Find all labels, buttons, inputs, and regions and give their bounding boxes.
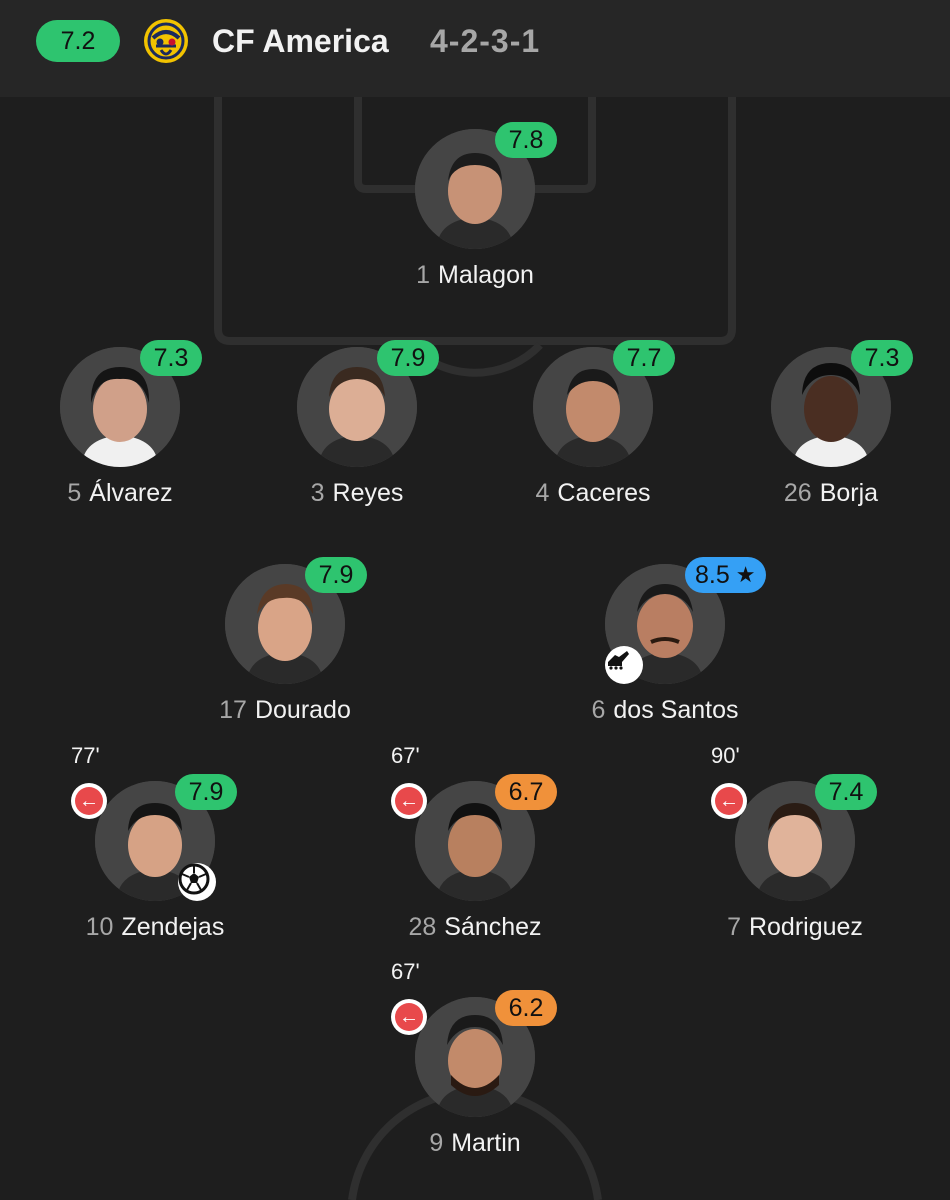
player-rating: 7.9 <box>377 340 439 376</box>
team-name: CF America <box>212 23 389 59</box>
player-rating: 7.9 <box>175 774 237 810</box>
sub-off-minute: 77' <box>71 743 100 768</box>
sub-off-minute: 67' <box>391 743 420 768</box>
player-rating: 7.8 <box>495 122 557 158</box>
sub-off-arrow-icon: ← <box>711 783 747 819</box>
player-photo <box>415 781 535 901</box>
assist-boot-icon <box>605 646 643 684</box>
player-photo <box>415 997 535 1117</box>
player-rating: 7.7 <box>613 340 675 376</box>
player-rating: 8.5★ <box>685 557 766 593</box>
team-header: 7.2 CF America 4-2-3-1 <box>0 0 950 97</box>
player-rating: 7.9 <box>305 557 367 593</box>
sub-off-minute: 67' <box>391 959 420 984</box>
player-rating: 7.4 <box>815 774 877 810</box>
team-rating-badge: 7.2 <box>36 20 120 62</box>
star-icon: ★ <box>735 562 756 587</box>
formation-label: 4-2-3-1 <box>430 23 541 59</box>
sub-off-arrow-icon: ← <box>391 999 427 1035</box>
goal-ball-icon <box>178 863 216 901</box>
player-photo <box>771 347 891 467</box>
player-rating: 7.3 <box>140 340 202 376</box>
sub-off-arrow-icon: ← <box>71 783 107 819</box>
player-rating: 6.2 <box>495 990 557 1026</box>
player-rating: 7.3 <box>851 340 913 376</box>
sub-off-arrow-icon: ← <box>391 783 427 819</box>
sub-off-minute: 90' <box>711 743 740 768</box>
player-photo <box>415 129 535 249</box>
player-rating: 6.7 <box>495 774 557 810</box>
club-crest-icon <box>143 18 189 64</box>
